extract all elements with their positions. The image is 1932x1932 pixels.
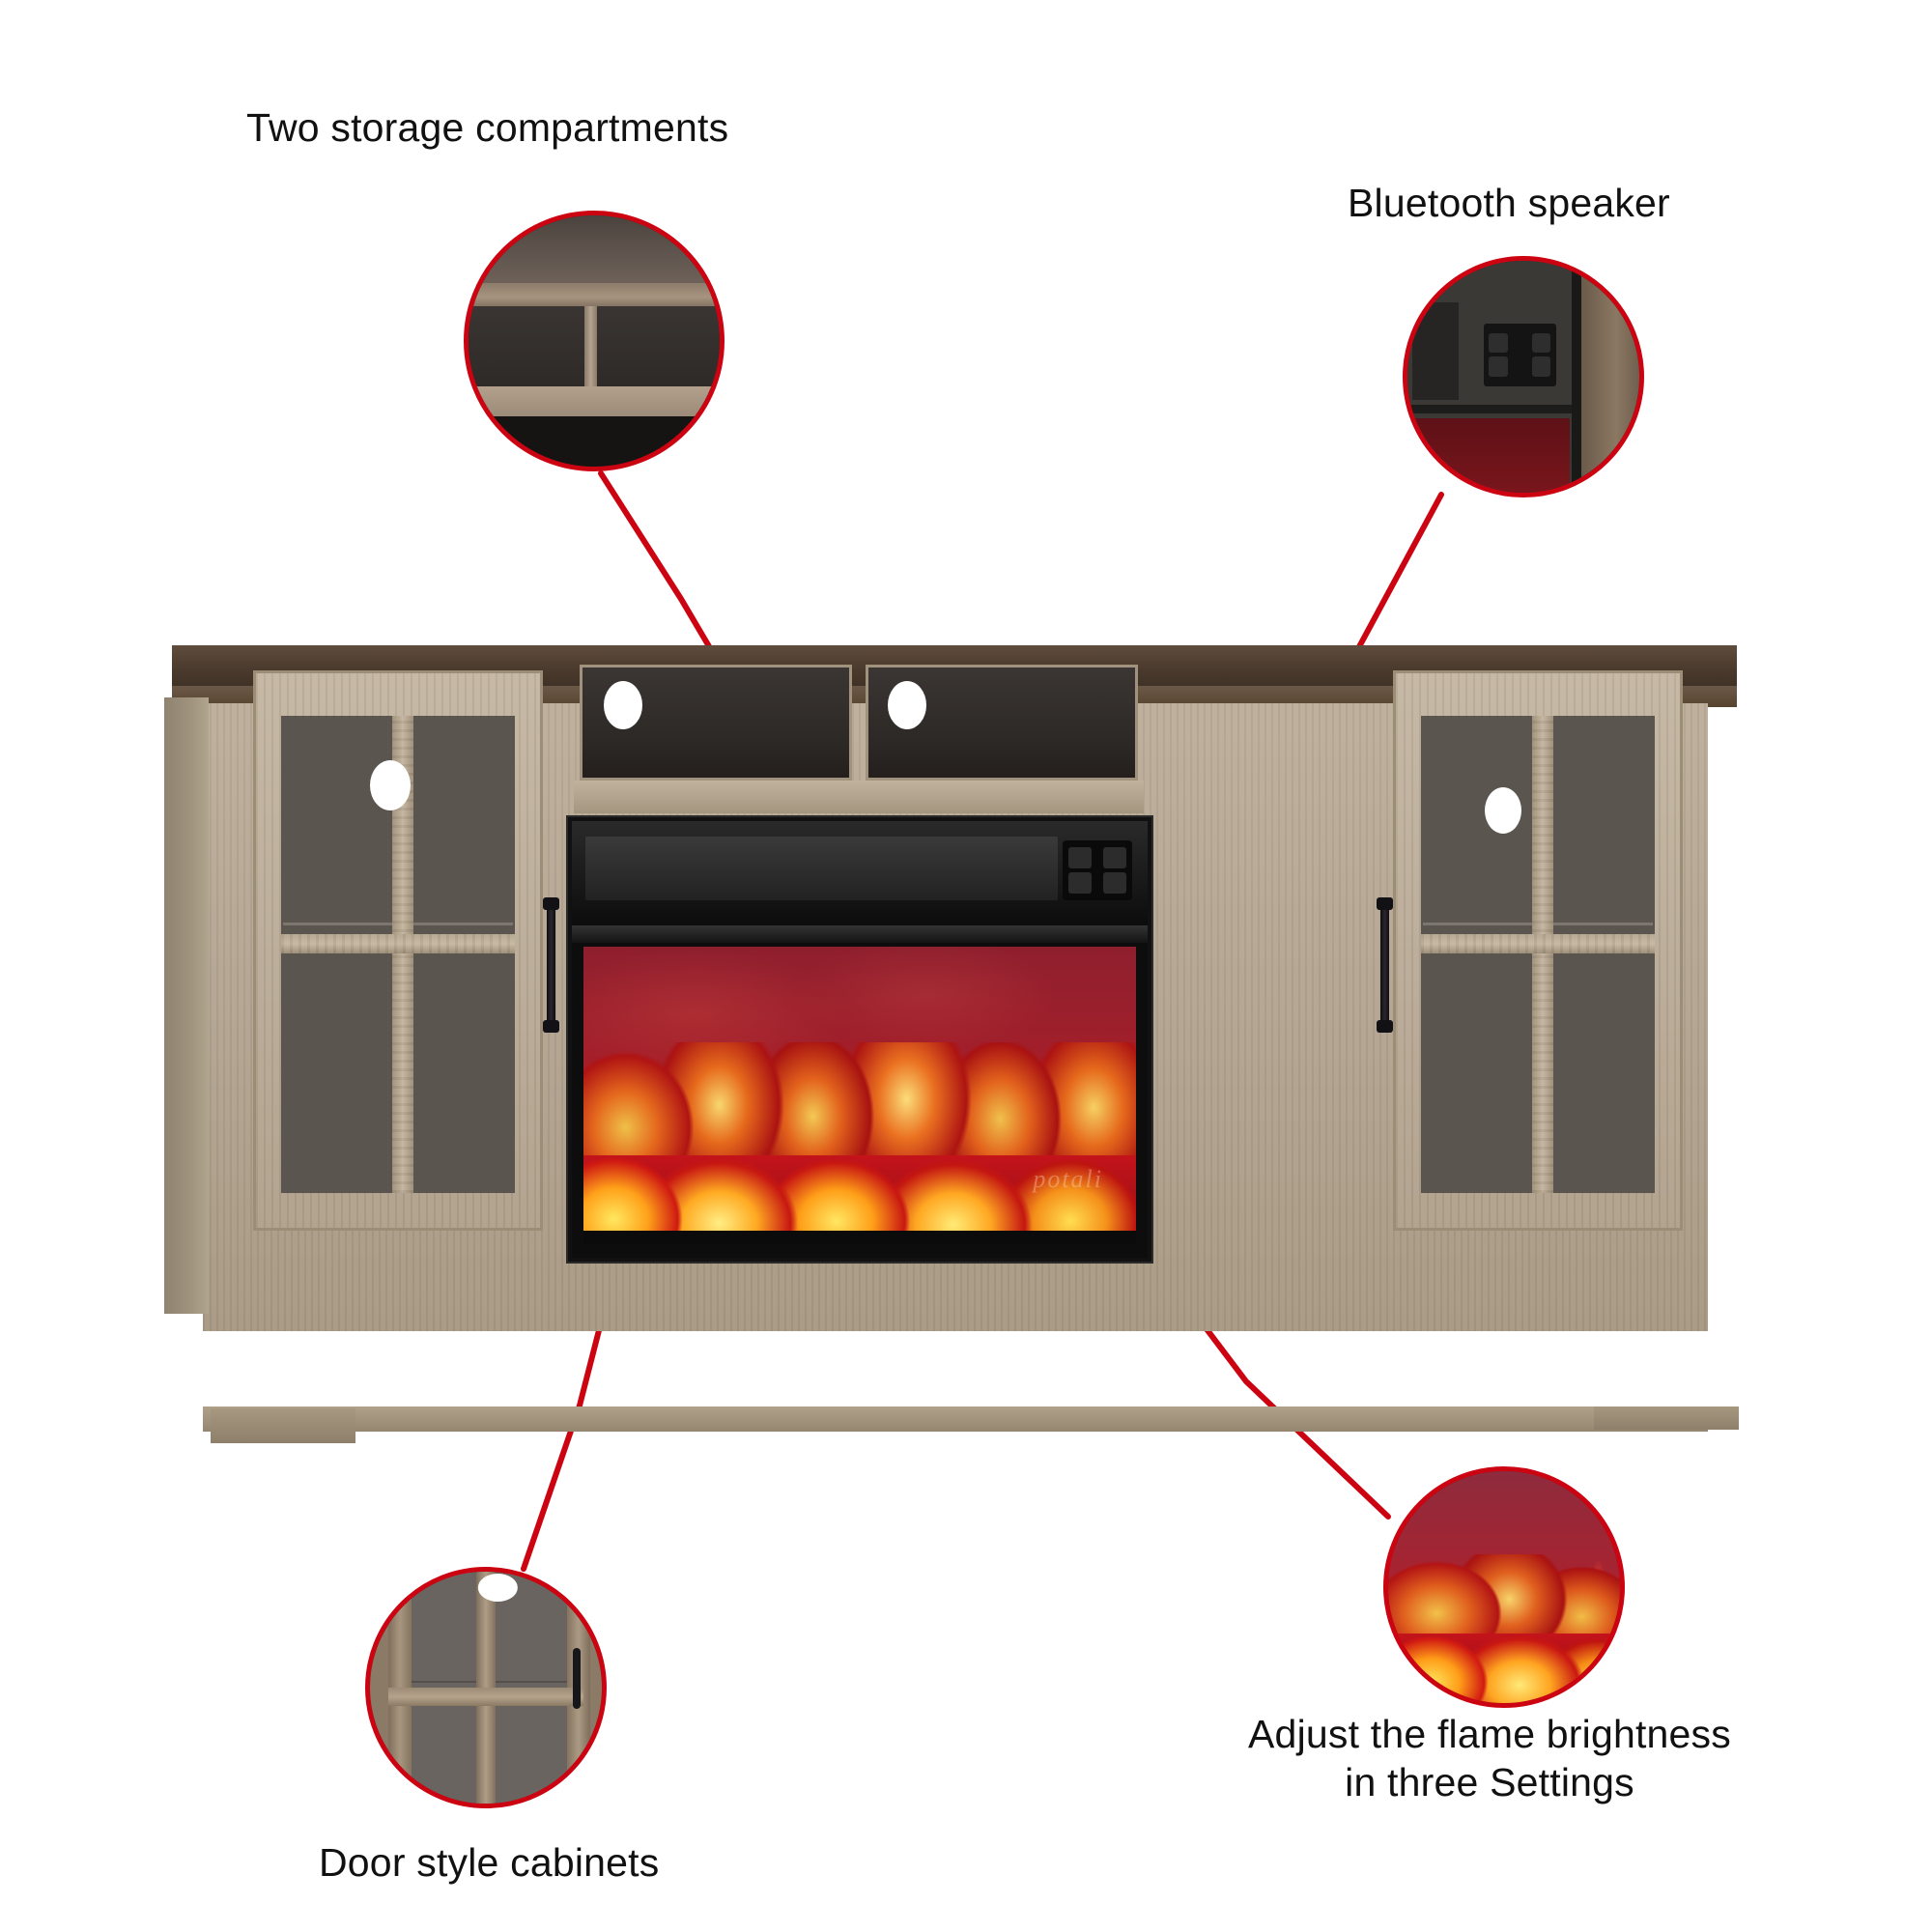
right-door-vertical-mullion bbox=[1532, 716, 1554, 1193]
product-left-side-panel bbox=[164, 697, 209, 1314]
heat-button[interactable] bbox=[1103, 872, 1126, 894]
right-door-highlight bbox=[1485, 787, 1521, 834]
product-left-foot bbox=[211, 1408, 355, 1443]
product-tv-stand-fireplace: potali bbox=[164, 638, 1748, 1443]
fireplace-hood bbox=[572, 821, 1148, 925]
power-button[interactable] bbox=[1068, 847, 1092, 868]
product-base-rail bbox=[203, 1406, 1708, 1432]
callout-label-bluetooth: Bluetooth speaker bbox=[1348, 181, 1670, 225]
callout-label-door: Door style cabinets bbox=[319, 1840, 660, 1885]
detail-heat-button bbox=[1532, 356, 1551, 377]
left-door-highlight bbox=[370, 760, 411, 810]
right-cabinet-door[interactable] bbox=[1377, 670, 1683, 1231]
storage-detail-photo bbox=[469, 215, 720, 467]
left-door-horizontal-mullion bbox=[281, 933, 515, 953]
callout-bubble-storage bbox=[464, 211, 724, 471]
product-right-foot bbox=[1594, 1406, 1739, 1430]
flame-detail-photo bbox=[1388, 1471, 1620, 1703]
left-storage-cubby bbox=[580, 665, 852, 781]
cubby-divider-rail bbox=[574, 781, 1144, 813]
fireplace-lip bbox=[572, 925, 1148, 943]
left-cubby-highlight bbox=[604, 681, 642, 729]
left-door-handle[interactable] bbox=[543, 897, 559, 1033]
detail-door-handle bbox=[573, 1648, 582, 1709]
callout-bubble-bluetooth bbox=[1403, 256, 1644, 497]
fireplace-sill bbox=[583, 1231, 1136, 1244]
fireplace-control-panel[interactable] bbox=[1063, 840, 1132, 900]
detail-power-button bbox=[1489, 332, 1508, 354]
callout-label-storage: Two storage compartments bbox=[246, 105, 729, 150]
brand-watermark: potali bbox=[1033, 1165, 1103, 1193]
right-door-handle[interactable] bbox=[1377, 897, 1393, 1033]
callout-bubble-door bbox=[365, 1567, 607, 1808]
right-door-horizontal-mullion bbox=[1421, 933, 1655, 953]
door-detail-photo bbox=[370, 1572, 602, 1804]
right-cubby-highlight bbox=[888, 681, 926, 729]
callout-bubble-flame bbox=[1383, 1466, 1625, 1708]
left-cabinet-door[interactable] bbox=[253, 670, 559, 1231]
fireplace-vent bbox=[585, 837, 1058, 900]
detail-timer-button bbox=[1532, 332, 1551, 354]
timer-button[interactable] bbox=[1103, 847, 1126, 868]
bluetooth-detail-photo bbox=[1407, 261, 1639, 493]
callout-label-flame: Adjust the flame brightness in three Set… bbox=[1248, 1712, 1731, 1805]
flame-embers bbox=[583, 1154, 1136, 1244]
detail-flame-button bbox=[1489, 356, 1508, 377]
fireplace-insert: potali bbox=[568, 817, 1151, 1262]
left-door-vertical-mullion bbox=[392, 716, 414, 1193]
fireplace-glass: potali bbox=[583, 947, 1136, 1244]
right-storage-cubby bbox=[866, 665, 1138, 781]
flame-button[interactable] bbox=[1068, 872, 1092, 894]
